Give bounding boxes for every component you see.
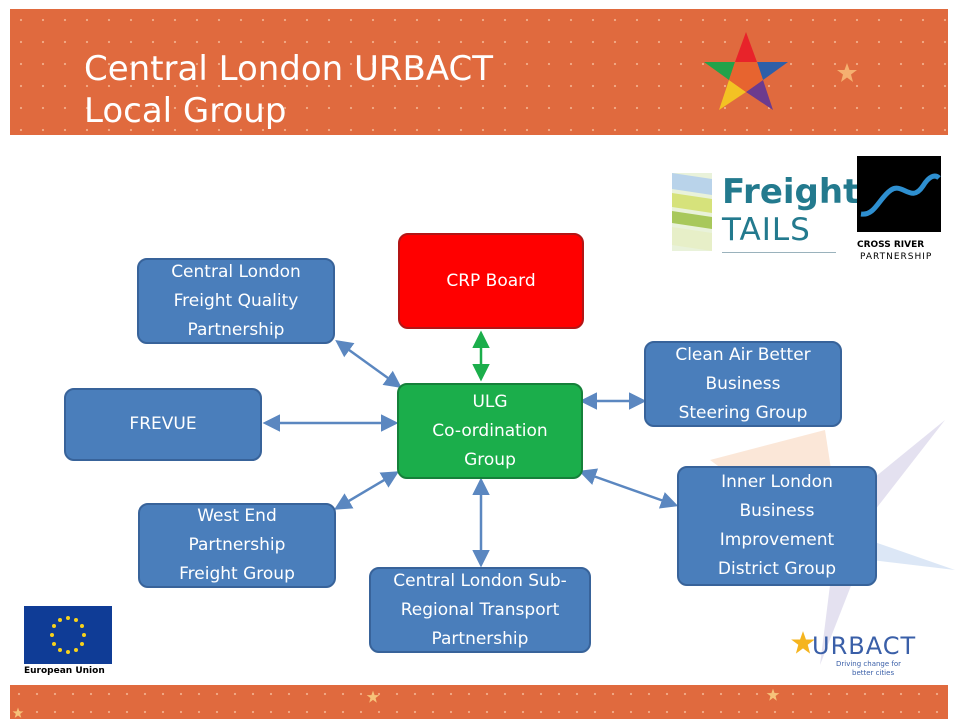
node-inner-london-line-1: Inner London	[721, 472, 833, 492]
node-ulg: ULG Co-ordination Group	[397, 383, 583, 479]
node-west-end-line-3: Freight Group	[179, 564, 295, 584]
footer-star-icon-2	[766, 688, 780, 701]
footer-star-icon-3	[12, 707, 24, 718]
connector-inner-london-ulg	[578, 468, 679, 509]
cross-river-line-2: PARTNERSHIP	[860, 252, 933, 262]
urbact-tagline-2: better cities	[852, 669, 895, 677]
connector-freight-quality-ulg	[335, 339, 402, 389]
node-clean-air-line-3: Steering Group	[678, 402, 808, 423]
node-crp-board: CRP Board	[398, 233, 584, 329]
node-clean-air-line-2: Business	[705, 373, 781, 394]
node-freight-quality: Central London Freight Quality Partnersh…	[137, 258, 335, 344]
small-star-icon	[837, 63, 857, 82]
node-freight-quality-line-3: Partnership	[187, 319, 285, 340]
urbact-small-star-icon	[791, 631, 815, 654]
node-sub-regional: Central London Sub- Regional Transport P…	[369, 567, 591, 653]
slide-title-line-2: Local Group	[84, 91, 287, 131]
node-freight-quality-line-1: Central London	[171, 261, 301, 282]
node-clean-air-line-1: Clean Air Better	[675, 344, 811, 365]
slide-title: Central London URBACT Local Group	[84, 48, 493, 132]
node-sub-regional-line-1: Central London Sub-	[393, 570, 567, 591]
header-band	[10, 9, 948, 135]
freight-tails-word-tails: TAILS	[722, 212, 811, 248]
freight-tails-logo-icon	[672, 173, 712, 251]
node-inner-london: Inner London Business Improvement Distri…	[677, 466, 877, 586]
cross-river-line-1: CROSS RIVER	[857, 240, 925, 250]
node-west-end-line-2: Partnership	[188, 535, 286, 555]
river-wave-icon	[860, 173, 941, 217]
urbact-star-icon	[704, 32, 788, 110]
urbact-name: URBACT	[812, 632, 917, 660]
node-ulg-line-2: Co-ordination	[432, 420, 548, 441]
footer-band	[10, 685, 948, 719]
node-inner-london-line-3: Improvement	[719, 530, 835, 550]
node-sub-regional-line-3: Partnership	[431, 628, 529, 649]
node-sub-regional-line-2: Regional Transport	[400, 599, 560, 620]
node-frevue: FREVUE	[64, 388, 262, 461]
eu-flag	[24, 606, 112, 664]
cross-river-logo	[857, 156, 941, 232]
node-frevue-line-1: FREVUE	[129, 414, 197, 434]
node-inner-london-line-2: Business	[739, 501, 815, 521]
eu-label: European Union	[24, 666, 105, 676]
slide-title-line-1: Central London URBACT	[84, 49, 494, 89]
node-west-end: West End Partnership Freight Group	[138, 503, 336, 588]
node-freight-quality-line-2: Freight Quality	[173, 290, 299, 311]
node-crp-board-line-1: CRP Board	[446, 270, 536, 291]
footer-star-icon-1	[366, 690, 380, 703]
node-ulg-line-3: Group	[464, 449, 516, 470]
freight-tails-underline	[722, 252, 836, 253]
freight-tails-word-freight: Freight	[722, 172, 860, 212]
node-west-end-line-1: West End	[197, 506, 277, 526]
footer-dot-pattern	[10, 685, 948, 719]
connector-west-end-ulg	[333, 471, 400, 510]
header-dot-pattern	[10, 9, 948, 135]
eu-stars-icon	[50, 616, 86, 654]
urbact-tagline-1: Driving change for	[836, 660, 902, 668]
node-ulg-line-1: ULG	[472, 391, 508, 412]
node-inner-london-line-4: District Group	[717, 559, 837, 579]
node-clean-air: Clean Air Better Business Steering Group	[644, 341, 842, 427]
